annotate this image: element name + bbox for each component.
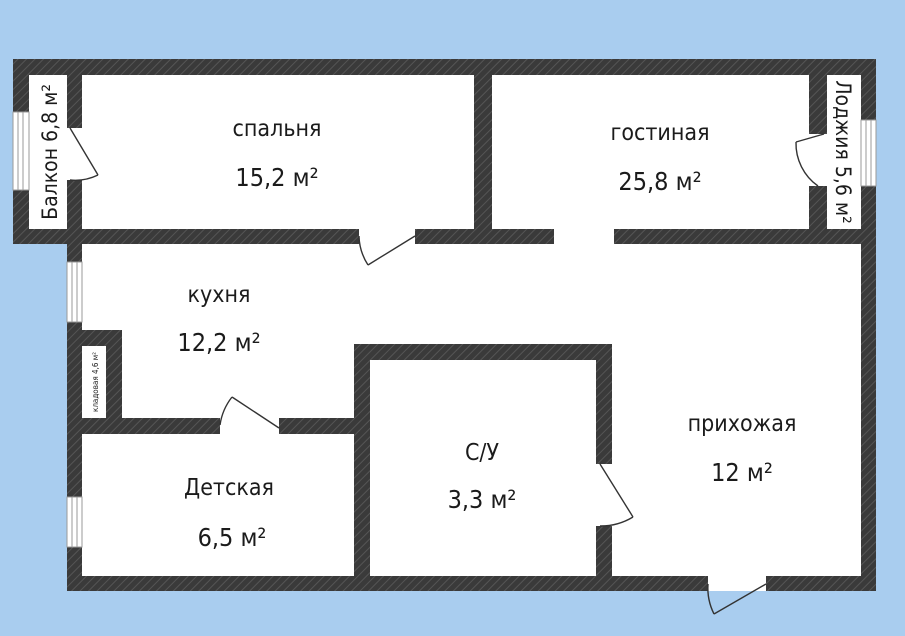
wall-nursery-north-a bbox=[82, 418, 220, 434]
living-floor bbox=[492, 75, 809, 229]
nursery-name: Детская bbox=[184, 475, 274, 501]
hallway-area: 12 м² bbox=[711, 458, 773, 487]
storage-floor bbox=[82, 346, 106, 418]
kitchen-area: 12,2 м² bbox=[177, 328, 260, 357]
wall-bathroom-west bbox=[354, 344, 370, 576]
loggia-label: Лоджия 5,6 м² bbox=[831, 80, 855, 223]
bathroom-name: С/У bbox=[465, 440, 499, 466]
nursery-area: 6,5 м² bbox=[198, 523, 267, 552]
bathroom-floor bbox=[370, 360, 596, 576]
door-loggia bbox=[795, 133, 827, 187]
wall-bathroom-east-top bbox=[596, 344, 612, 464]
nursery-floor bbox=[82, 434, 354, 576]
hallway-name: прихожая bbox=[688, 411, 797, 437]
wall-bathroom-north bbox=[354, 344, 612, 360]
kitchen-name: кухня bbox=[188, 282, 251, 308]
balcony-label: Балкон 6,8 м² bbox=[38, 84, 62, 220]
loggia-floor bbox=[827, 75, 861, 229]
room-labels: спальня 15,2 м² гостиная 25,8 м² кухня 1… bbox=[38, 80, 855, 552]
storage-label: кладовая 4,6 м² bbox=[91, 352, 100, 412]
wall-bathroom-east-bottom bbox=[596, 526, 612, 576]
wall-living-south bbox=[614, 229, 876, 244]
room-floors bbox=[29, 75, 861, 576]
bedroom-name: спальня bbox=[233, 116, 322, 142]
door-balcony bbox=[67, 127, 99, 181]
door-entrance bbox=[707, 576, 767, 615]
bathroom-area: 3,3 м² bbox=[448, 485, 517, 514]
living-area: 25,8 м² bbox=[618, 167, 701, 196]
bedroom-area: 15,2 м² bbox=[235, 163, 318, 192]
window-balcony bbox=[12, 111, 30, 191]
balcony-floor bbox=[29, 75, 67, 229]
interior-walls bbox=[67, 75, 876, 576]
window-loggia bbox=[860, 119, 877, 187]
wall-bedroom-south-a bbox=[67, 229, 359, 244]
windows bbox=[12, 111, 877, 548]
door-bathroom bbox=[596, 463, 634, 527]
living-name: гостиная bbox=[610, 120, 709, 146]
door-nursery bbox=[219, 396, 280, 434]
doors bbox=[67, 127, 827, 615]
wall-bedroom-living bbox=[474, 75, 492, 229]
common-floor bbox=[82, 229, 861, 576]
wall-storage-east bbox=[106, 330, 122, 434]
wall-bedroom-south-b bbox=[415, 229, 554, 244]
window-nursery bbox=[66, 496, 83, 548]
wall-nursery-north-b bbox=[279, 418, 370, 434]
window-kitchen bbox=[66, 261, 83, 323]
door-bedroom bbox=[358, 229, 416, 266]
bedroom-floor bbox=[82, 75, 474, 229]
